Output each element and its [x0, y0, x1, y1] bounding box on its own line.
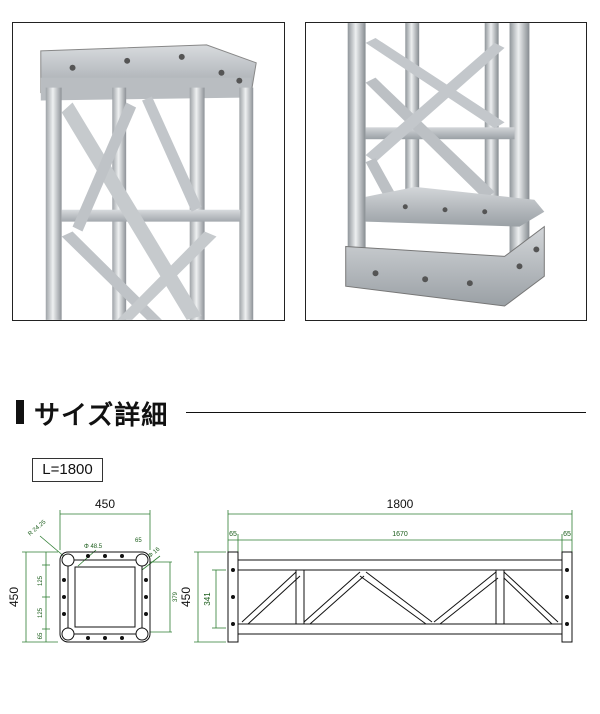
- technical-drawing: 450 450 R 24.25 Φ 48.5 65 Φ 16 125 125 6…: [7, 497, 573, 643]
- heading-bar: [16, 400, 24, 424]
- section-heading: サイズ詳細: [16, 393, 586, 433]
- height-dim: 450: [7, 587, 21, 607]
- heading-rule: [186, 412, 586, 413]
- edge-top-dim: 65: [135, 538, 142, 544]
- hole-dia-dim: Φ 16: [147, 546, 161, 559]
- truss-top-end-photo-icon: [40, 44, 257, 320]
- section-title: サイズ詳細: [34, 401, 169, 431]
- length-dim: 1800: [387, 497, 414, 511]
- radius-dim: R 24.25: [27, 519, 47, 538]
- truss-bottom-photo: [305, 22, 587, 321]
- side-view: [194, 510, 573, 643]
- cross-section-view: [22, 510, 172, 643]
- truss-top-photo: [12, 22, 285, 321]
- side-height-dim: 450: [179, 587, 193, 607]
- middle-dim: 1670: [392, 531, 408, 538]
- length-label: L=1800: [32, 458, 103, 482]
- truss-bottom-end-photo-icon: [345, 23, 545, 307]
- spacing-b-dim: 125: [38, 607, 44, 618]
- pipe-dia-dim: Φ 48.5: [84, 544, 103, 550]
- inner-dim: 379: [173, 591, 179, 602]
- left-edge-dim: 65: [229, 531, 237, 538]
- right-edge-dim: 65: [563, 531, 571, 538]
- inner-height-dim: 341: [203, 592, 212, 606]
- spacing-a-dim: 125: [38, 575, 44, 586]
- width-dim: 450: [95, 497, 115, 511]
- edge-bottom-dim: 65: [38, 632, 44, 639]
